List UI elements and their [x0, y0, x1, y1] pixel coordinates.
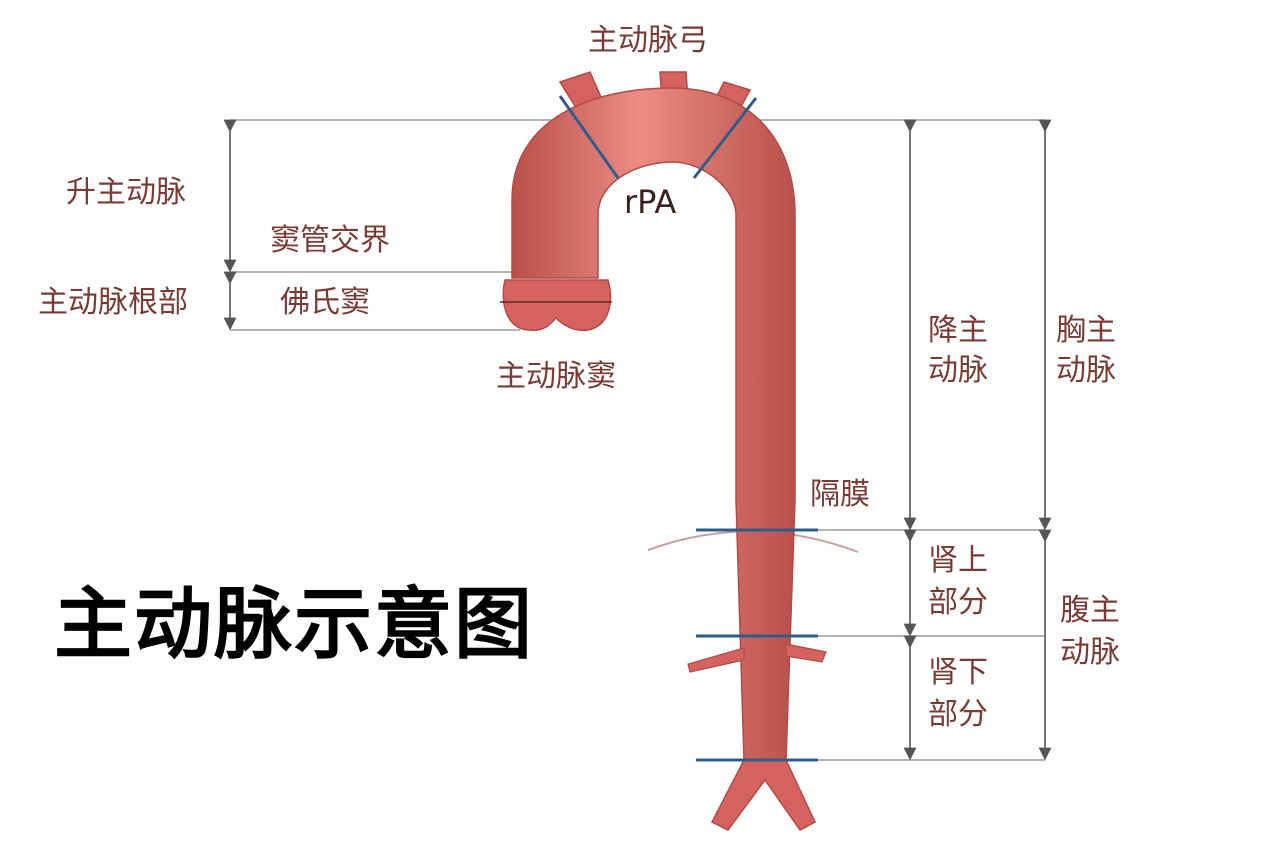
label-sinotubular-junction: 窦管交界: [270, 223, 390, 258]
label-aortic-sinus: 主动脉窦: [496, 359, 616, 394]
label-descending-aorta-1: 降主: [928, 313, 988, 348]
label-ascending-aorta: 升主动脉: [66, 175, 186, 210]
iliac-bifurcation: [710, 759, 816, 831]
marker-arch-right: [692, 97, 758, 179]
diagram-labels: 主动脉弓 升主动脉 窦管交界 主动脉根部 佛氏窦 主动脉窦 rPA 降主 动脉 …: [38, 23, 1120, 732]
marker-arch-left: [558, 95, 620, 179]
label-valsalva-sinus: 佛氏窦: [280, 285, 370, 320]
level-markers: [558, 95, 818, 762]
aorta-vessel: [500, 71, 827, 831]
label-aortic-arch: 主动脉弓: [588, 23, 708, 58]
label-aortic-root: 主动脉根部: [38, 285, 188, 320]
aortic-root-bulb: [502, 279, 612, 332]
guide-lines: [230, 119, 1045, 761]
aorta-body: [511, 87, 796, 761]
label-infrarenal-1: 肾下: [928, 655, 988, 690]
page-title: 主动脉示意图: [54, 580, 535, 670]
label-infrarenal-2: 部分: [928, 697, 988, 732]
renal-branch-left: [687, 647, 745, 673]
label-diaphragm: 隔膜: [810, 477, 870, 512]
label-descending-aorta-2: 动脉: [928, 353, 988, 388]
label-suprarenal-2: 部分: [928, 585, 988, 620]
measurement-arrows: [223, 119, 1052, 761]
label-thoracic-aorta-1: 胸主: [1056, 313, 1116, 348]
renal-branch-right: [785, 643, 827, 663]
label-thoracic-aorta-2: 动脉: [1056, 353, 1116, 388]
label-abdominal-aorta-2: 动脉: [1060, 635, 1120, 670]
label-rpa: rPA: [624, 183, 676, 221]
label-suprarenal-1: 肾上: [928, 543, 988, 578]
label-abdominal-aorta-1: 腹主: [1060, 593, 1120, 628]
